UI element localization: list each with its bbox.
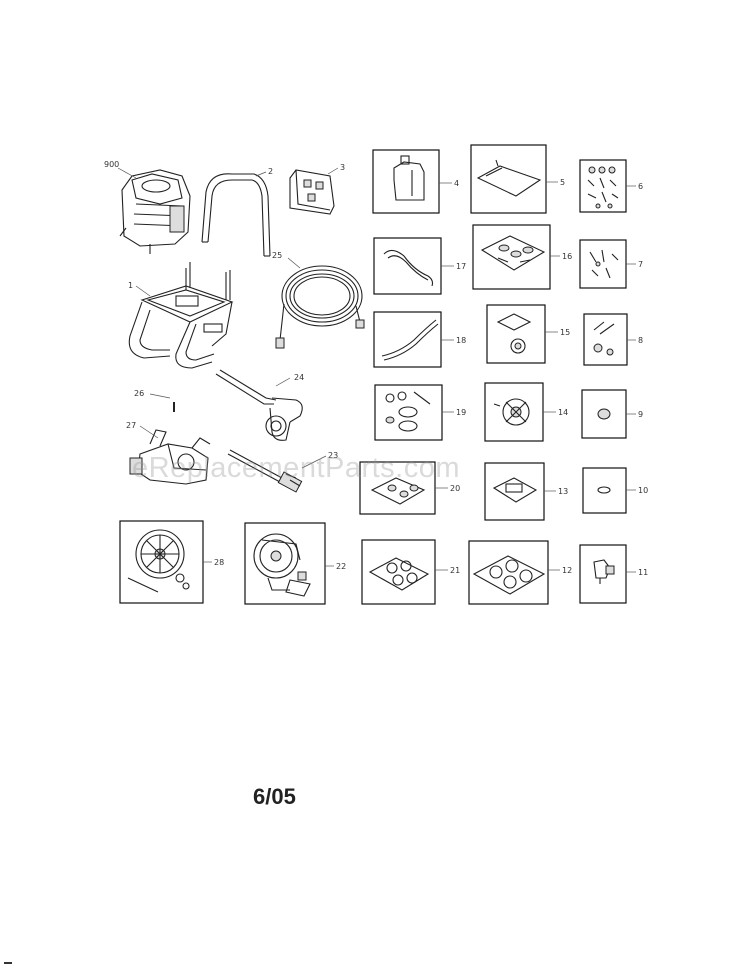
wheel-kit-28: [127, 529, 190, 593]
leader-24: [275, 377, 291, 387]
engine-900: [119, 169, 191, 254]
label-6: 6: [638, 182, 643, 191]
box-17: [373, 237, 442, 295]
leader-27: [139, 425, 159, 439]
leader-2: [255, 171, 267, 177]
label-12: 12: [562, 566, 572, 575]
kit-20: [370, 477, 426, 505]
label-3: 3: [340, 163, 345, 172]
manual-5: [476, 159, 542, 197]
label-24: 24: [294, 373, 304, 382]
kit-13: [492, 477, 538, 503]
bracket-3: [289, 169, 335, 215]
label-5: 5: [560, 178, 565, 187]
leader-25: [287, 257, 301, 269]
frame-1: [128, 262, 234, 369]
label-19: 19: [456, 408, 466, 417]
pump-27: [129, 429, 211, 485]
label-23: 23: [328, 451, 338, 460]
hardware-6: [587, 166, 619, 209]
label-11: 11: [638, 568, 648, 577]
hose-17: [383, 249, 434, 287]
label-21: 21: [450, 566, 460, 575]
box-21: [361, 539, 436, 605]
label-13: 13: [558, 487, 568, 496]
hardware-8: [593, 321, 615, 356]
label-26: 26: [134, 389, 144, 398]
hose-25: [275, 265, 365, 349]
label-17: 17: [456, 262, 466, 271]
box-5: [470, 144, 547, 214]
handle-2: [201, 173, 271, 257]
box-4: [372, 149, 440, 214]
box-18: [373, 311, 442, 368]
kit-15: [496, 313, 532, 354]
kit-19: [385, 391, 431, 432]
label-900: 900: [104, 160, 119, 169]
label-1: 1: [128, 281, 133, 290]
box-22: [244, 522, 326, 605]
label-15: 15: [560, 328, 570, 337]
fitting-11: [593, 559, 615, 584]
label-9: 9: [638, 410, 643, 419]
box-12: [468, 540, 549, 605]
leader-3: [327, 167, 339, 175]
box-11: [579, 544, 627, 604]
leader-900: [117, 167, 137, 179]
date-code: 6/05: [253, 784, 296, 809]
oil-bottle-4: [393, 155, 425, 201]
label-28: 28: [214, 558, 224, 567]
label-7: 7: [638, 260, 643, 269]
spray-gun-24: [215, 369, 303, 441]
watermark: eReplacementParts.com: [132, 452, 461, 484]
leader-26: [149, 393, 171, 399]
label-4: 4: [454, 179, 459, 188]
box-19: [374, 384, 443, 441]
box-15: [486, 304, 546, 364]
o-ring-10: [597, 486, 611, 494]
box-28: [119, 520, 204, 604]
box-16: [472, 224, 551, 290]
nozzle-14: [493, 398, 530, 426]
kit-16: [480, 235, 546, 271]
kit-21: [368, 557, 430, 591]
hose-18: [381, 319, 439, 361]
label-27: 27: [126, 421, 136, 430]
label-14: 14: [558, 408, 568, 417]
box-10: [582, 467, 627, 514]
hose-reel-kit-22: [253, 533, 311, 597]
hardware-7: [589, 249, 619, 279]
box-8: [583, 313, 628, 366]
label-18: 18: [456, 336, 466, 345]
label-16: 16: [562, 252, 572, 261]
box-13: [484, 462, 545, 521]
label-25: 25: [272, 251, 282, 260]
kit-12: [472, 555, 546, 595]
label-2: 2: [268, 167, 273, 176]
label-10: 10: [638, 486, 648, 495]
cap-9: [597, 408, 611, 420]
label-22: 22: [336, 562, 346, 571]
label-8: 8: [638, 336, 643, 345]
box-7: [579, 239, 627, 289]
leader-1: [135, 285, 151, 297]
footer-mark: [4, 962, 12, 964]
label-20: 20: [450, 484, 460, 493]
leader-23: [301, 455, 327, 469]
wand-23: [227, 449, 303, 493]
